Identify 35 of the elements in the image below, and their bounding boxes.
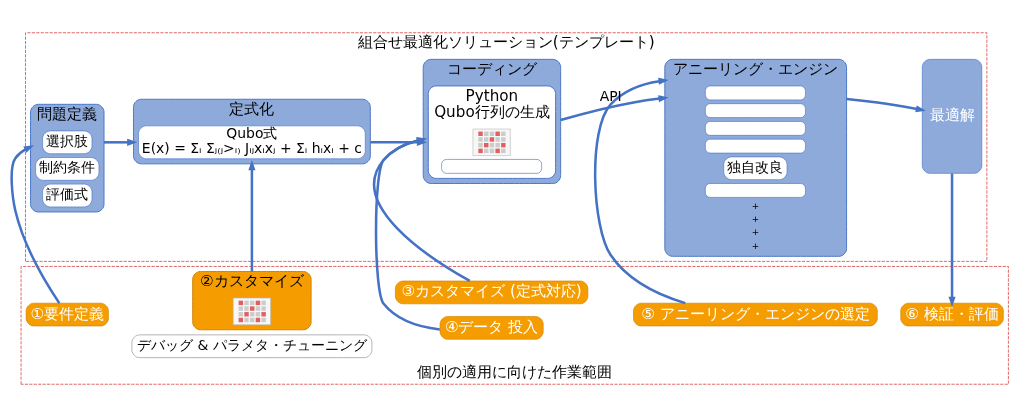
cluster: ②カスタマイズ <box>191 271 312 331</box>
arrow <box>372 137 470 283</box>
cluster: Python Qubo行列の生成 <box>427 85 556 179</box>
node-box: 評価式 <box>41 183 92 208</box>
node-box: 制約条件 <box>34 157 99 181</box>
node-box <box>440 159 542 174</box>
node-box: ④データ 投入 <box>439 316 544 340</box>
node-box: 選択肢 <box>41 130 92 155</box>
node-box: デバッグ & パラメタ・チューニング <box>131 334 372 358</box>
node-box: ⑤ アニーリング・エンジンの選定 <box>632 302 878 327</box>
arrow <box>374 137 440 331</box>
node-box <box>704 85 806 101</box>
label: + <box>751 227 759 238</box>
node-box: 独自改良 <box>722 156 787 180</box>
arrow <box>103 138 137 146</box>
arrow <box>369 138 427 146</box>
node-box: ③カスタマイズ (定式対応) <box>394 280 588 305</box>
label: + <box>751 240 759 251</box>
edge-label: API <box>599 87 622 104</box>
node-box: ①要件定義 <box>25 302 109 327</box>
arrow <box>247 160 255 272</box>
node-box: 最適解 <box>921 59 982 174</box>
arrow <box>845 97 926 113</box>
arrow <box>593 77 686 305</box>
arrow <box>947 173 956 307</box>
node-box: Qubo式 E(x) = Σᵢ Σⱼ₍ⱼ>ᵢ₎ Jᵢⱼxᵢxⱼ + Σᵢ hᵢxᵢ + c <box>137 125 366 160</box>
node-box <box>704 121 806 136</box>
label: + <box>751 213 759 224</box>
node-box: ⑥ 検証・評価 <box>899 302 1004 327</box>
label: + <box>751 200 759 211</box>
node-box <box>704 103 806 118</box>
arrow <box>9 145 60 304</box>
node-box <box>704 138 806 154</box>
node-box <box>704 183 806 198</box>
arrow <box>559 95 669 122</box>
